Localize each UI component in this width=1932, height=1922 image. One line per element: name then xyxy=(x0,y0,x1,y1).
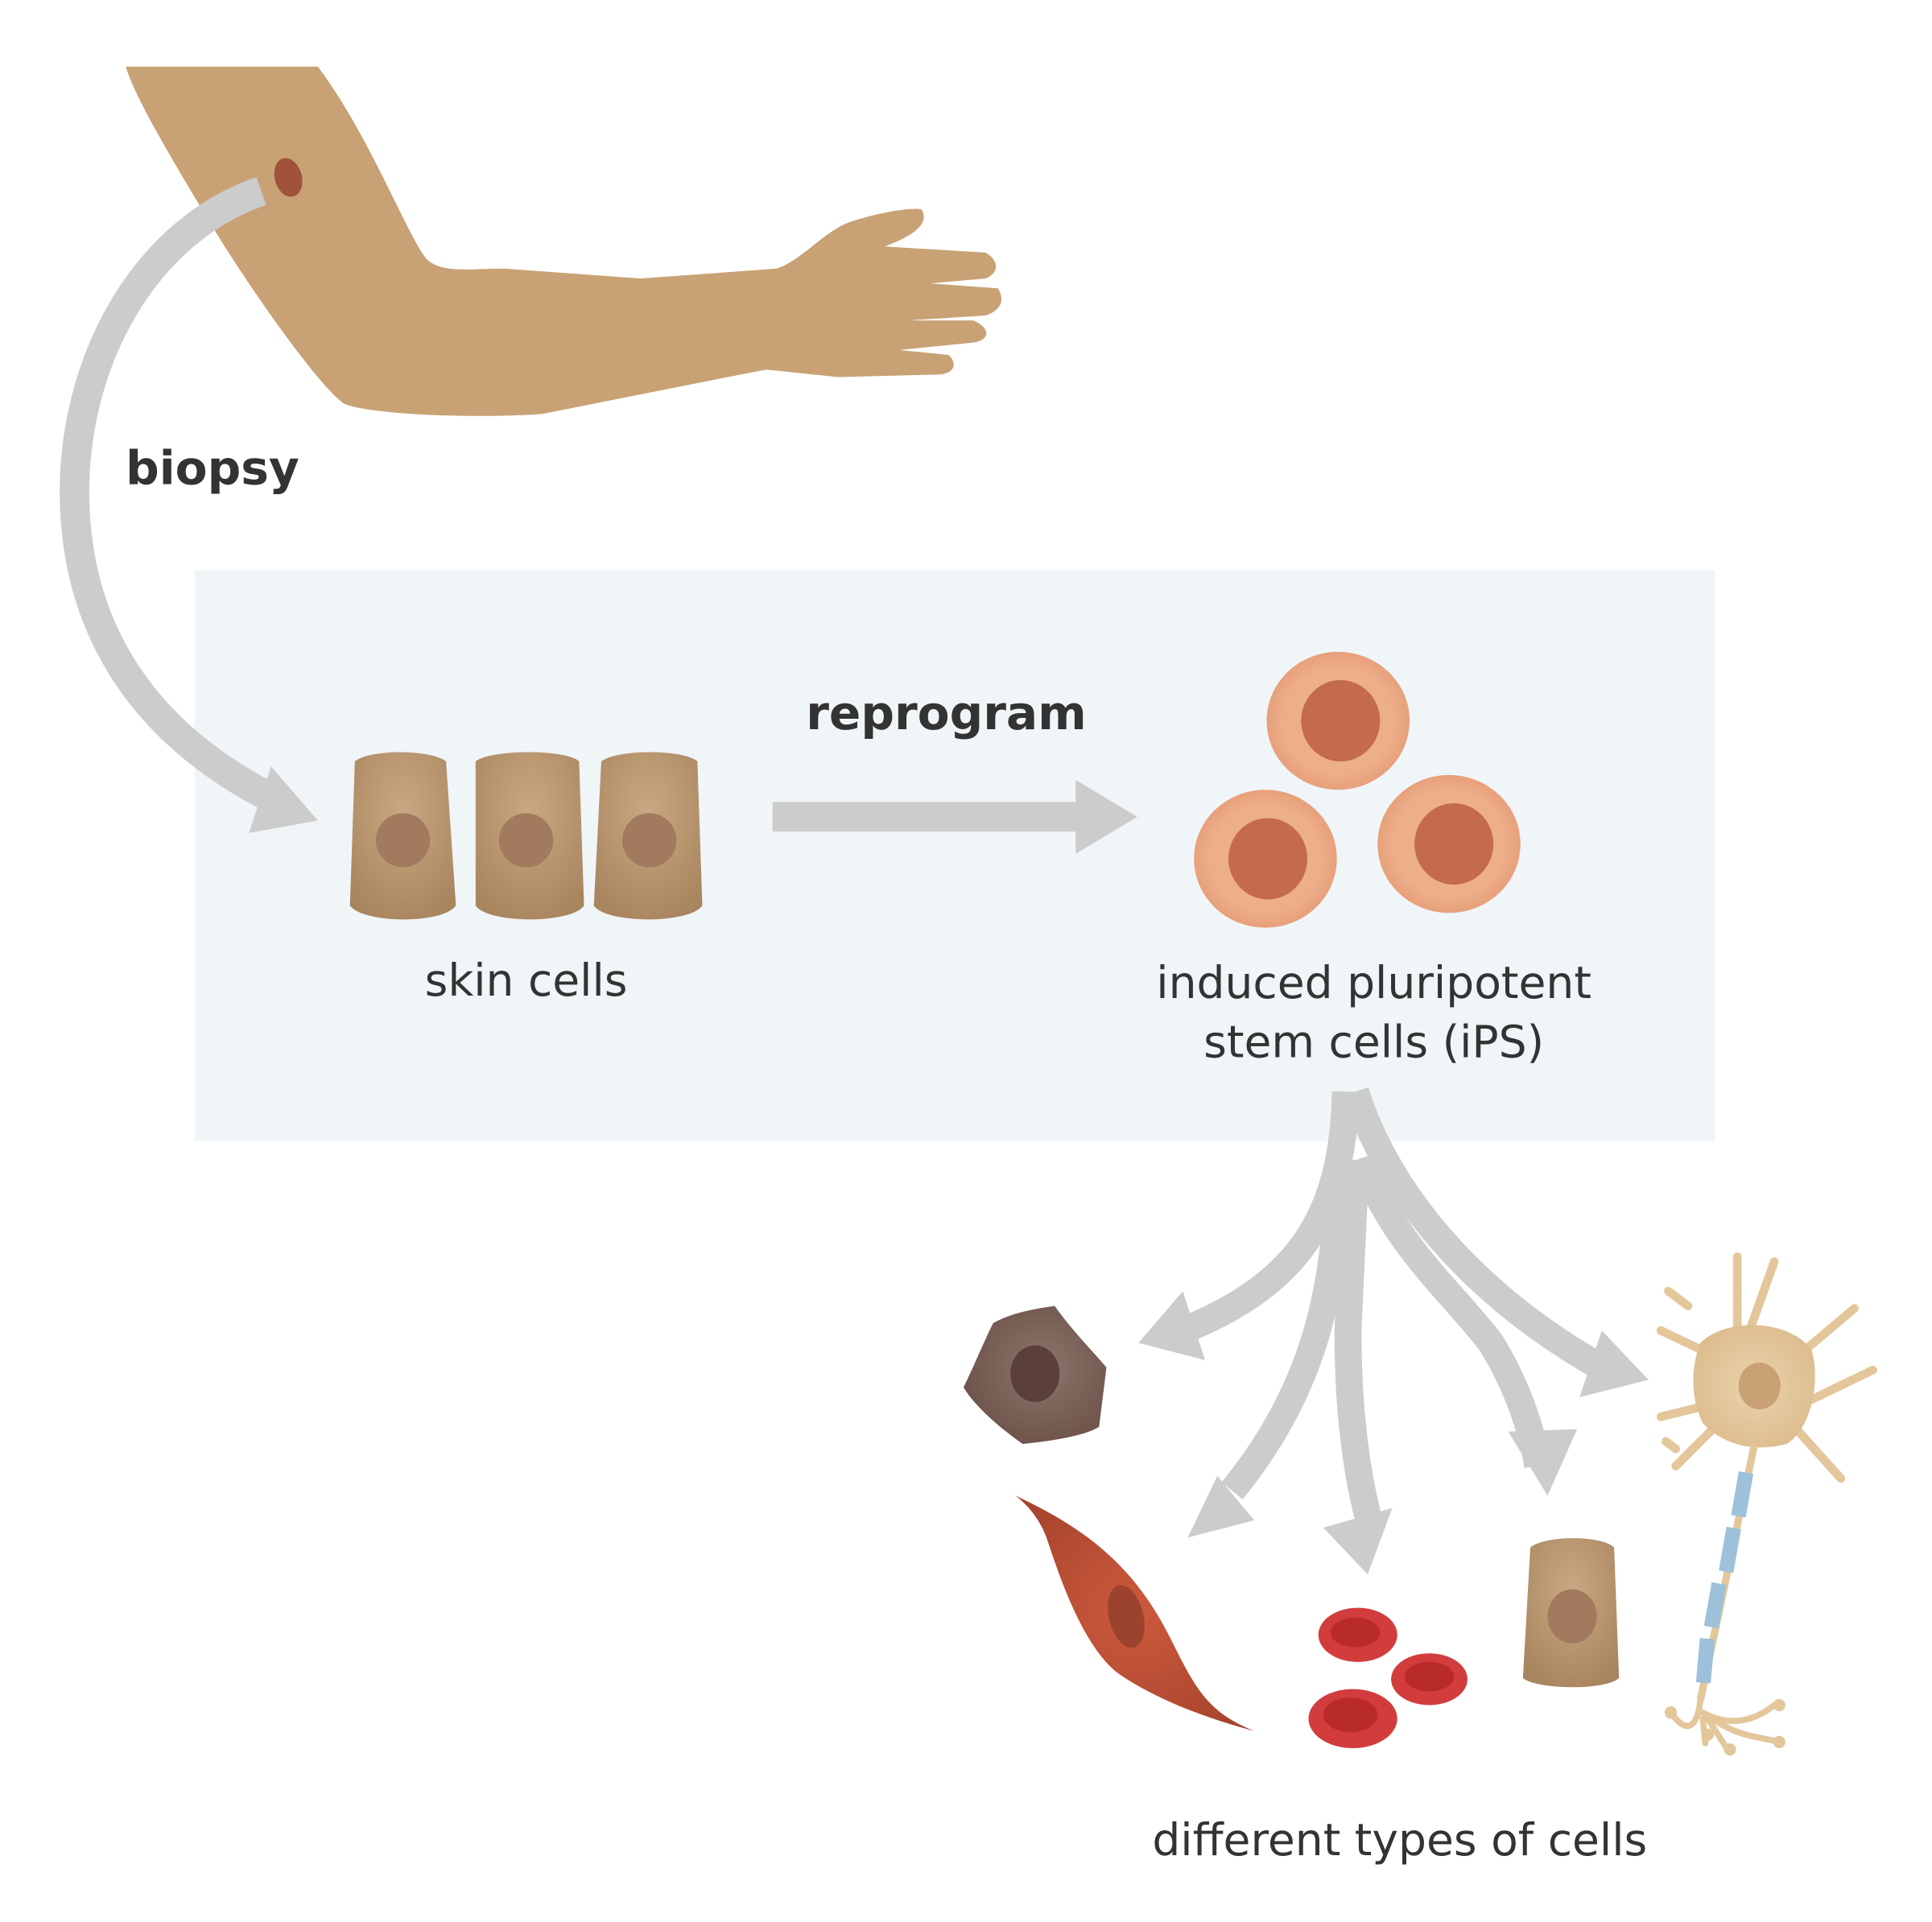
biopsy-label: biopsy xyxy=(126,441,299,496)
arrow-to-dark-cell xyxy=(1178,1091,1360,1343)
neuron-nucleus xyxy=(1738,1362,1781,1410)
red-blood-cell xyxy=(1318,1607,1397,1662)
arrowhead xyxy=(1323,1507,1393,1575)
arrow-to-red-blood-cells xyxy=(1334,1169,1381,1519)
ips-cell xyxy=(1377,774,1521,914)
skin-cell xyxy=(593,752,703,920)
skin-cells xyxy=(349,752,703,920)
skin-cell-derived xyxy=(1522,1538,1620,1688)
muscle-cell xyxy=(1015,1495,1255,1731)
ips-cell xyxy=(1194,790,1337,928)
myelin-sheath xyxy=(1719,1526,1741,1573)
red-blood-cell xyxy=(1308,1689,1397,1749)
arm-illustration xyxy=(126,66,1002,416)
ips-label-line1: induced pluripotent xyxy=(1156,957,1591,1008)
red-blood-cell xyxy=(1391,1653,1468,1705)
skin-cell xyxy=(349,752,456,920)
arrow-to-neuron xyxy=(1342,1087,1608,1380)
neuron xyxy=(1656,1252,1877,1756)
red-blood-cells xyxy=(1308,1607,1468,1749)
skin-cells-label: skin cells xyxy=(425,955,628,1006)
arrowhead xyxy=(1508,1429,1578,1496)
skin-cell xyxy=(475,752,584,920)
arrowhead xyxy=(1187,1475,1255,1538)
ips-cell xyxy=(1266,651,1410,790)
myelin-sheath xyxy=(1703,1582,1727,1629)
reprogram-arrow xyxy=(772,780,1137,854)
ips-label-line2: stem cells (iPS) xyxy=(1203,1016,1544,1067)
reprogram-label: reprogram xyxy=(806,686,1087,740)
biopsy-arrow xyxy=(60,176,318,833)
pigment-cell xyxy=(963,1305,1107,1444)
myelin-sheath xyxy=(1731,1471,1754,1518)
biopsy-spot xyxy=(274,158,303,197)
different-types-label: different types of cells xyxy=(1152,1814,1647,1866)
arrowhead xyxy=(1138,1291,1205,1360)
arrow-to-muscle-cell xyxy=(1221,1156,1356,1499)
ips-cells xyxy=(1194,651,1521,928)
arrowhead xyxy=(1579,1330,1649,1397)
myelin-sheath xyxy=(1695,1638,1715,1684)
